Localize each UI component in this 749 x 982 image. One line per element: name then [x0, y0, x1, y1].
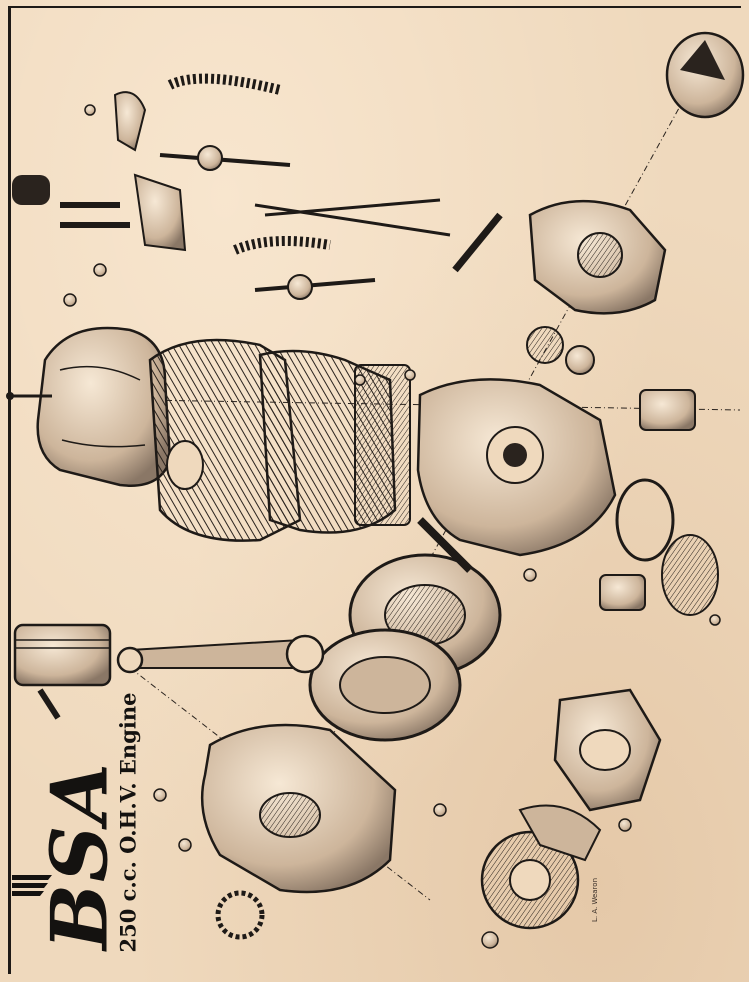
connecting-rod [116, 634, 325, 674]
timing-chest [528, 199, 667, 315]
engine-subtitle: 250 c.c. O.H.V. Engine [115, 692, 141, 953]
cylinder-barrel [258, 349, 411, 534]
piston [13, 623, 112, 720]
poster-border [8, 6, 741, 974]
rocker-cover [6, 326, 172, 487]
title-block: BSA 250 c.c. O.H.V. Engine [10, 692, 141, 975]
fasteners [63, 104, 721, 949]
brand-logo-text: BSA [34, 761, 126, 950]
crankcase-right-half [416, 378, 617, 557]
artist-signature: L. A. Wearon [591, 877, 600, 923]
oil-pump-and-gaskets [599, 389, 719, 616]
engine-sprocket-assembly [480, 688, 662, 930]
camshaft-and-gears [452, 212, 595, 375]
bsa-wing-logo [12, 875, 52, 896]
valve-gear [12, 73, 451, 300]
crankcase-left-half [200, 723, 397, 940]
contact-breaker-cover [665, 31, 745, 119]
flywheel-pair [308, 517, 502, 742]
